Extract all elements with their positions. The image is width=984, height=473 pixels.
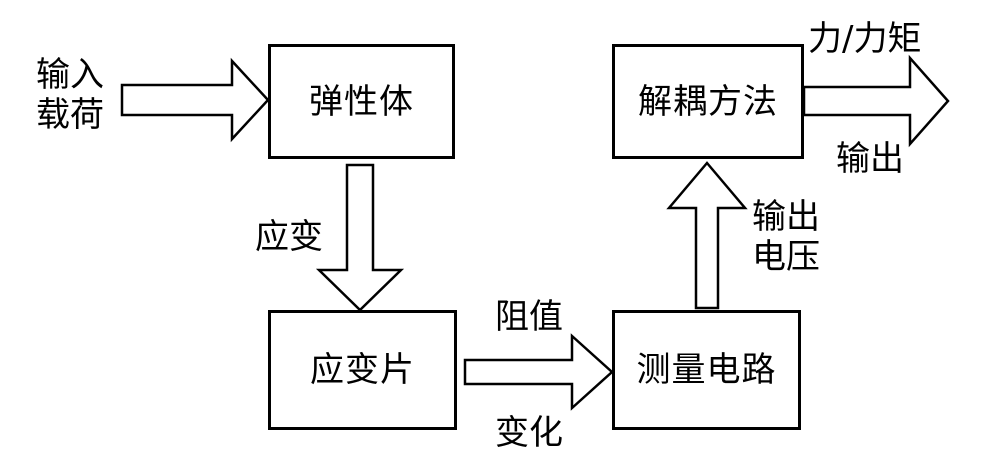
- resistance-label-bottom: 变化: [495, 416, 563, 450]
- output-label: 输出: [836, 142, 904, 176]
- strain-label: 应变: [255, 220, 323, 254]
- measure-circuit-box: 测量电路: [612, 310, 801, 430]
- output-voltage-line2: 电压: [752, 237, 820, 277]
- input-load-label: 输入 载荷: [36, 58, 104, 132]
- voltage-arrow: [666, 161, 748, 310]
- force-torque-text: 力/力矩: [808, 19, 922, 59]
- decoupling-text: 解耦方法: [638, 81, 778, 122]
- resistance-label-top: 阻值: [495, 300, 563, 334]
- resistance-line2: 变化: [495, 413, 563, 453]
- output-voltage-label: 输出 电压: [752, 200, 820, 274]
- output-text: 输出: [836, 139, 904, 179]
- strain-arrow: [315, 163, 405, 312]
- force-torque-label: 力/力矩: [808, 22, 921, 56]
- resistance-arrow: [463, 333, 614, 411]
- strain-gauge-box: 应变片: [268, 310, 457, 430]
- strain-gauge-text: 应变片: [310, 350, 415, 390]
- input-load-line1: 输入: [36, 55, 104, 95]
- elastic-body-box: 弹性体: [268, 44, 455, 159]
- output-arrow: [802, 54, 950, 148]
- input-arrow: [120, 57, 270, 143]
- decoupling-box: 解耦方法: [612, 44, 804, 159]
- resistance-line1: 阻值: [495, 297, 563, 337]
- measure-circuit-text: 测量电路: [636, 350, 777, 390]
- output-voltage-line1: 输出: [752, 197, 820, 237]
- strain-text: 应变: [255, 217, 323, 257]
- input-load-line2: 载荷: [36, 95, 104, 135]
- elastic-body-text: 弹性体: [309, 81, 414, 122]
